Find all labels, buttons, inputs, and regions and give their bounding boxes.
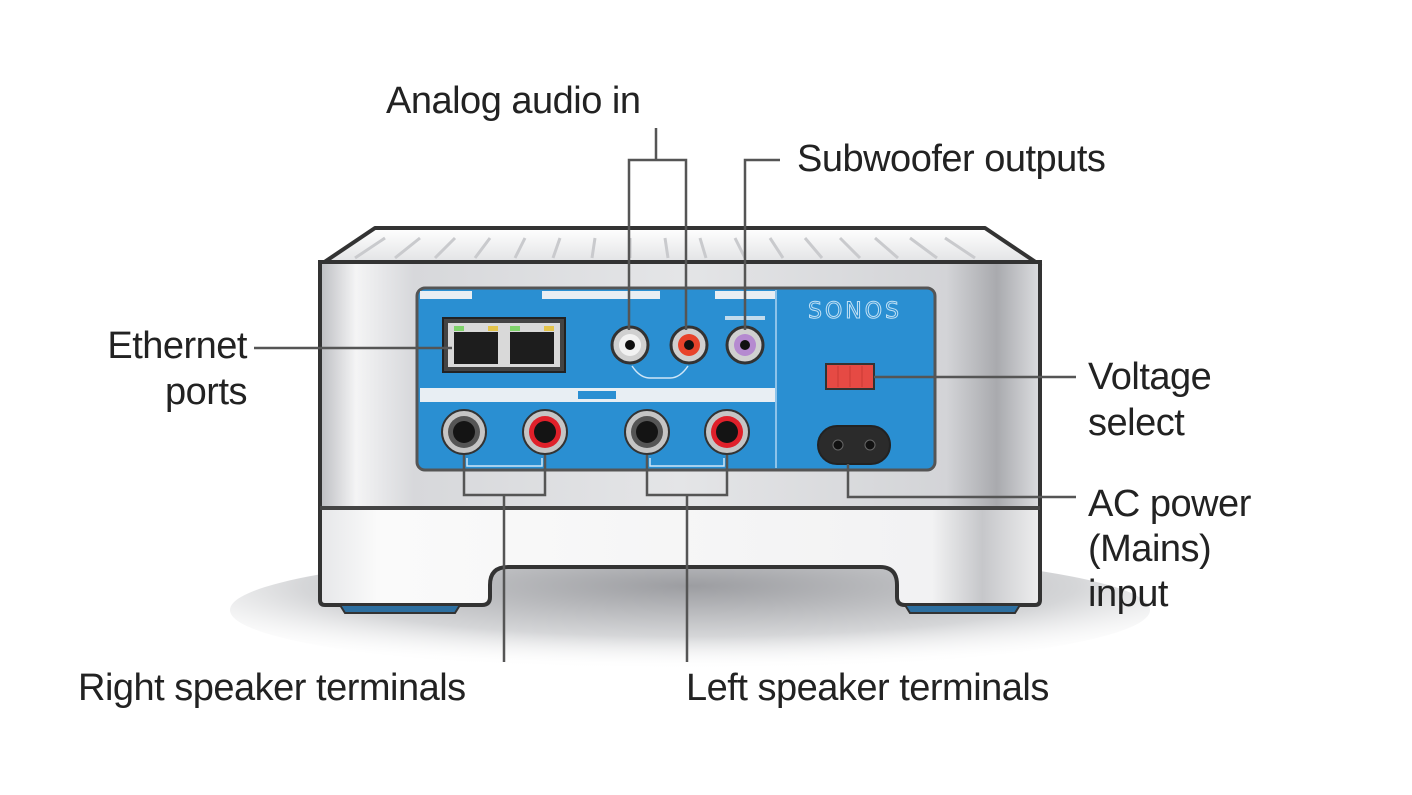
audio-in-bracket bbox=[631, 365, 689, 379]
panel-top-strip bbox=[420, 291, 775, 299]
left-bracket bbox=[649, 458, 725, 467]
ethernet-ports bbox=[442, 317, 566, 373]
left-speaker-negative bbox=[624, 409, 670, 455]
brand-logo: SONOS bbox=[808, 299, 902, 324]
label-analog-audio-in: Analog audio in bbox=[386, 80, 641, 122]
label-voltage-line1: Voltage bbox=[1088, 356, 1212, 398]
label-ac-line2: (Mains) bbox=[1088, 528, 1212, 570]
label-right-speaker-terminals: Right speaker terminals bbox=[78, 667, 466, 709]
ethernet-port-2 bbox=[510, 332, 554, 364]
ethernet-port-1 bbox=[454, 332, 498, 364]
label-ac-power-input: AC power (Mains) input bbox=[1088, 482, 1251, 617]
ac-power-socket bbox=[817, 425, 891, 465]
label-ethernet-line1: Ethernet bbox=[107, 325, 247, 367]
right-speaker-positive bbox=[522, 409, 568, 455]
vent-slots bbox=[354, 236, 976, 260]
analog-in-left-jack bbox=[610, 325, 650, 365]
label-ethernet-ports: Ethernet ports bbox=[60, 323, 247, 415]
label-ethernet-line2: ports bbox=[165, 371, 247, 413]
label-subwoofer-outputs: Subwoofer outputs bbox=[797, 138, 1106, 180]
label-ac-line3: input bbox=[1088, 573, 1168, 615]
left-foot bbox=[338, 604, 462, 614]
left-speaker-positive bbox=[704, 409, 750, 455]
ethernet-section-tag bbox=[472, 291, 542, 299]
label-ac-line1: AC power bbox=[1088, 483, 1251, 525]
analog-section-tag bbox=[660, 291, 715, 299]
analog-in-right-jack bbox=[669, 325, 709, 365]
speakers-section-tag bbox=[578, 391, 616, 399]
label-left-speaker-terminals: Left speaker terminals bbox=[686, 667, 1049, 709]
subwoofer-jack bbox=[725, 325, 765, 365]
callout-lines bbox=[254, 128, 1076, 662]
device-top bbox=[318, 226, 1042, 267]
right-foot bbox=[903, 604, 1022, 614]
label-voltage-select: Voltage select bbox=[1088, 354, 1212, 446]
right-bracket bbox=[466, 458, 543, 467]
right-speaker-negative bbox=[441, 409, 487, 455]
label-voltage-line2: select bbox=[1088, 402, 1185, 444]
